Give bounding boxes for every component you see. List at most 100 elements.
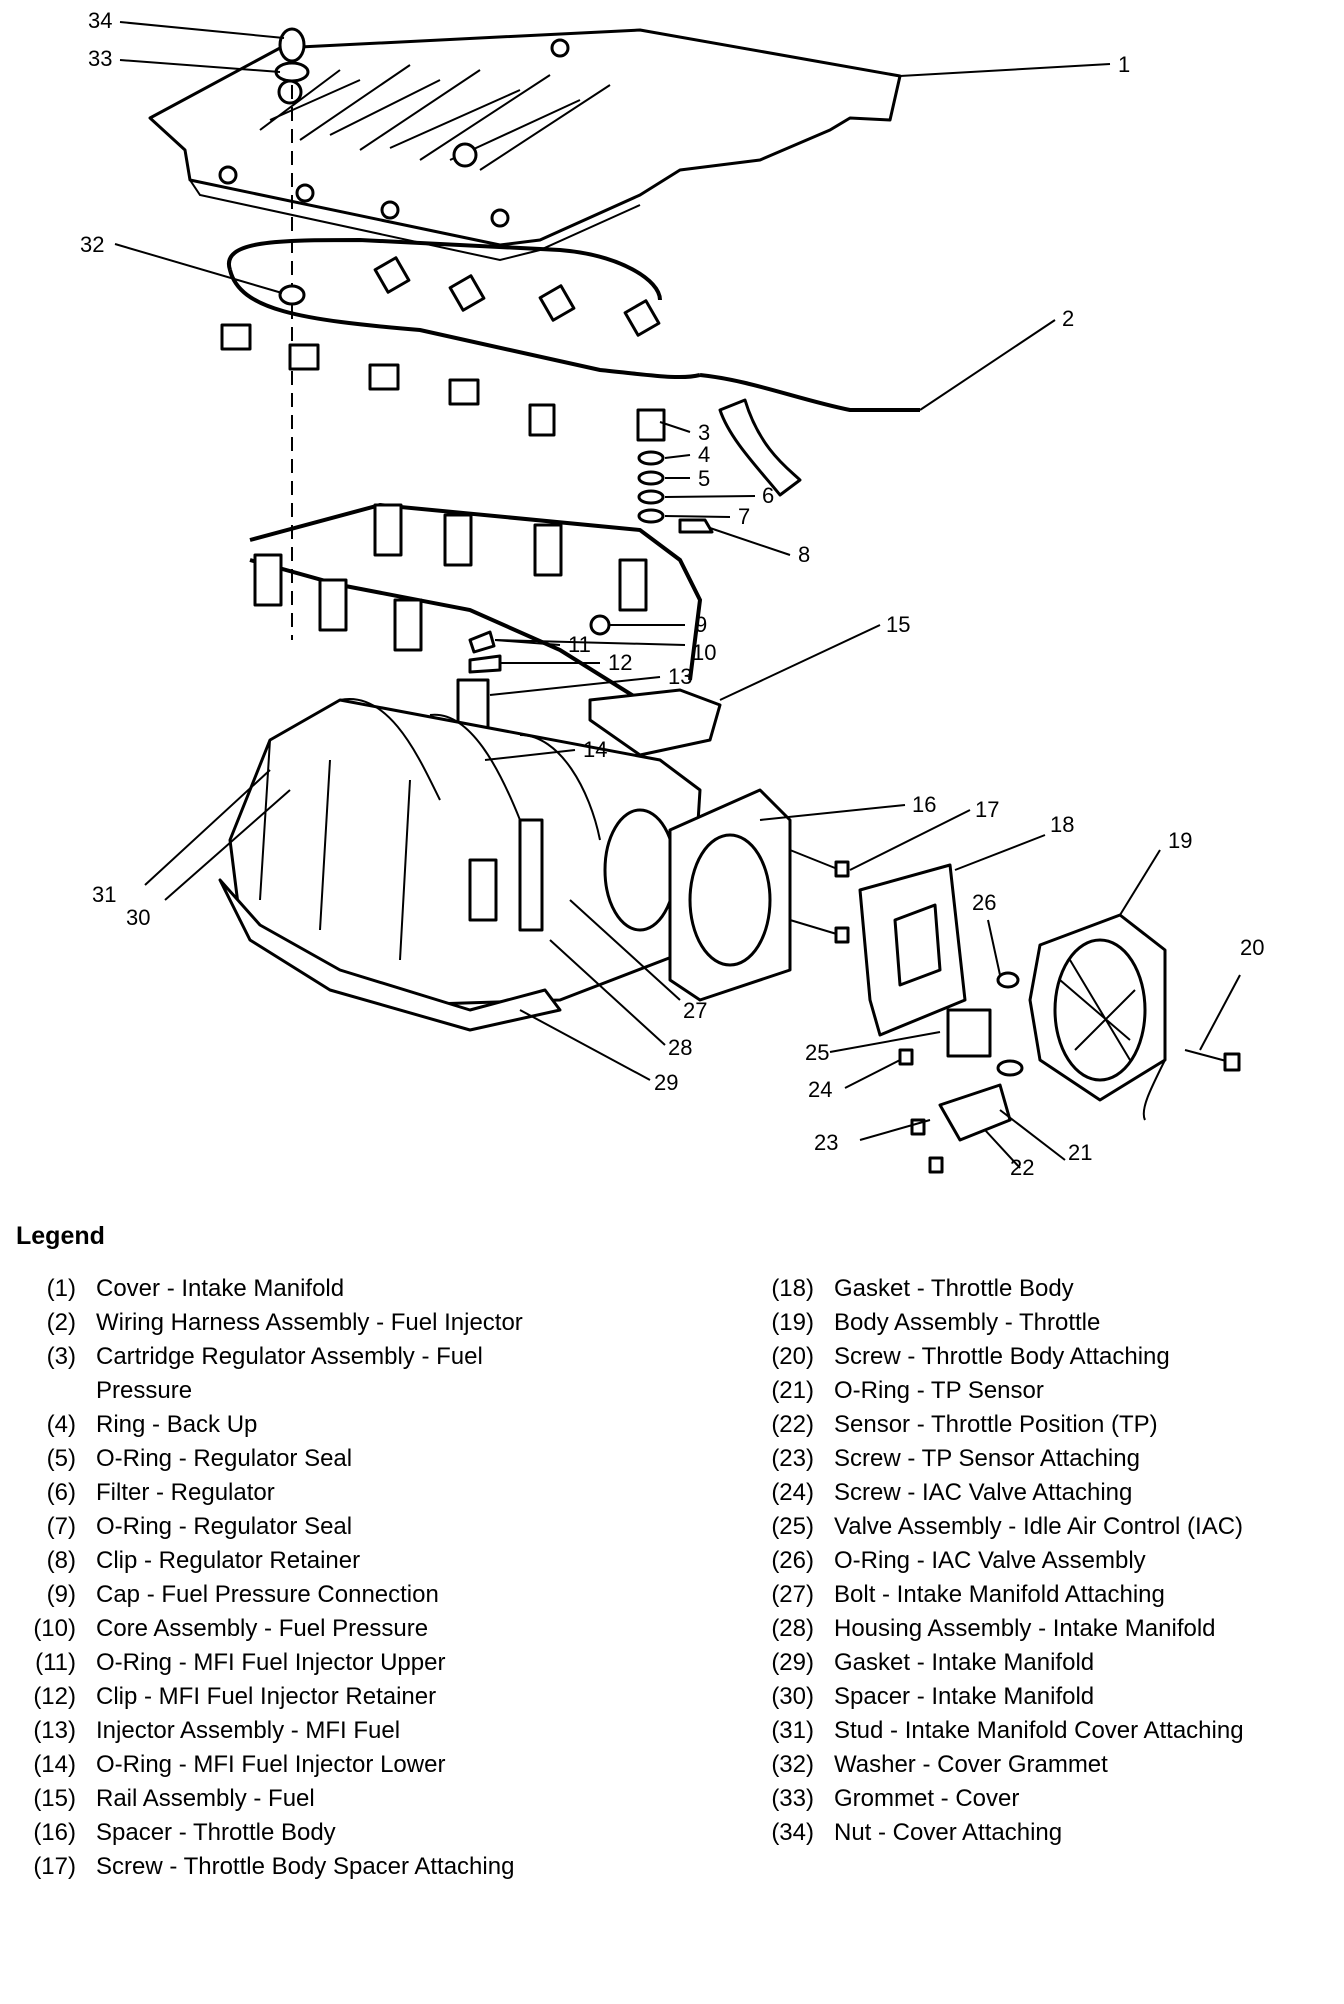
legend-number: (1) bbox=[46, 1275, 76, 1302]
legend-number: (22) bbox=[771, 1411, 814, 1438]
legend-text: Clip - MFI Fuel Injector Retainer bbox=[96, 1683, 437, 1710]
callout-23: 23 bbox=[814, 1130, 838, 1155]
legend-item: (30)Spacer - Intake Manifold bbox=[760, 1680, 1340, 1714]
callout-1: 1 bbox=[1118, 52, 1130, 77]
legend-item: (5) O-Ring - Regulator Seal bbox=[22, 1442, 712, 1476]
callout-4: 4 bbox=[698, 442, 710, 467]
legend-text: Housing Assembly - Intake Manifold bbox=[834, 1615, 1216, 1642]
intake-manifold-housing bbox=[228, 698, 702, 1007]
callout-2: 2 bbox=[1062, 306, 1074, 331]
legend-item: (19) Body Assembly - Throttle bbox=[760, 1306, 1340, 1340]
legend-number: (17) bbox=[33, 1853, 76, 1880]
legend-number: (6) bbox=[46, 1479, 76, 1506]
legend-number: (7) bbox=[46, 1513, 76, 1540]
callout-31: 31 bbox=[92, 882, 116, 907]
legend-item: (9)Cap - Fuel Pressure Connection bbox=[22, 1578, 712, 1612]
legend-number: (12) bbox=[33, 1683, 76, 1710]
callout-17: 17 bbox=[975, 797, 999, 822]
legend-text: O-Ring - MFI Fuel Injector Lower bbox=[96, 1751, 446, 1778]
callout-13: 13 bbox=[668, 664, 692, 689]
iac-valve-assembly bbox=[946, 971, 1020, 1058]
legend-right-column: (18) Gasket - Throttle Body (19) Body Asse… bbox=[760, 1272, 1340, 1850]
fuel-pressure-regulator-stack bbox=[636, 408, 714, 534]
throttle-body-screw bbox=[1184, 1049, 1241, 1072]
legend-item: (12) Clip - MFI Fuel Injector Retainer bbox=[22, 1680, 712, 1714]
legend-item: (22) Sensor - Throttle Position (TP) bbox=[760, 1408, 1340, 1442]
small-attaching-screws bbox=[898, 1048, 944, 1174]
fuel-injector-wiring-harness bbox=[220, 237, 920, 497]
legend-text: Screw - TP Sensor Attaching bbox=[834, 1445, 1140, 1472]
callout-15: 15 bbox=[886, 612, 910, 637]
legend-text: Gasket - Intake Manifold bbox=[834, 1649, 1095, 1676]
throttle-body-assembly bbox=[1028, 913, 1167, 1121]
legend-number: (30) bbox=[771, 1683, 814, 1710]
callout-8: 8 bbox=[798, 542, 810, 567]
legend-text: Screw - Throttle Body Attaching bbox=[834, 1343, 1170, 1370]
legend-number: (26) bbox=[771, 1547, 814, 1574]
legend-number: (31) bbox=[771, 1717, 814, 1744]
legend-text: Rail Assembly - Fuel bbox=[96, 1785, 315, 1812]
legend-text: Injector Assembly - MFI Fuel bbox=[96, 1717, 401, 1744]
legend-number: (13) bbox=[33, 1717, 76, 1744]
legend-text: Body Assembly - Throttle bbox=[834, 1309, 1101, 1336]
legend-item: (34)Nut - Cover Attaching bbox=[760, 1816, 1340, 1850]
throttle-body-spacer bbox=[668, 788, 792, 1002]
legend-item: (8)Clip - Regulator Retainer bbox=[22, 1544, 712, 1578]
intake-manifold-gasket bbox=[218, 878, 562, 1032]
callout-10: 10 bbox=[692, 640, 716, 665]
legend-text: Clip - Regulator Retainer bbox=[96, 1547, 361, 1574]
callout-11: 11 bbox=[568, 632, 591, 657]
legend-text: Filter - Regulator bbox=[96, 1479, 275, 1506]
legend-number: (14) bbox=[33, 1751, 76, 1778]
callout-3: 3 bbox=[698, 420, 710, 445]
legend-number: (28) bbox=[771, 1615, 814, 1642]
legend-number: (16) bbox=[33, 1819, 76, 1846]
legend-item: (17) Screw - Throttle Body Spacer Attachi… bbox=[22, 1850, 712, 1884]
legend-text: Stud - Intake Manifold Cover Attaching bbox=[834, 1717, 1244, 1744]
legend-text: O-Ring - IAC Valve Assembly bbox=[834, 1547, 1146, 1574]
throttle-body-gasket bbox=[858, 863, 967, 1037]
callout-33: 33 bbox=[88, 46, 112, 71]
legend-text: O-Ring - MFI Fuel Injector Upper bbox=[96, 1649, 446, 1676]
legend-number: (25) bbox=[771, 1513, 814, 1540]
legend-item: (16)Spacer - Throttle Body bbox=[22, 1816, 712, 1850]
legend-number: (19) bbox=[771, 1309, 814, 1336]
legend-text: O-Ring - Regulator Seal bbox=[96, 1513, 353, 1540]
legend-item: (11) O-Ring - MFI Fuel Injector Upper bbox=[22, 1646, 712, 1680]
legend-text: O-Ring - Regulator Seal bbox=[96, 1445, 353, 1472]
legend-item: (14) O-Ring - MFI Fuel Injector Lower bbox=[22, 1748, 712, 1782]
callout-30: 30 bbox=[126, 905, 150, 930]
callout-5: 5 bbox=[698, 466, 710, 491]
legend-text: Valve Assembly - Idle Air Control (IAC) bbox=[834, 1513, 1244, 1540]
legend-text: O-Ring - TP Sensor bbox=[834, 1377, 1044, 1404]
legend-number: (29) bbox=[771, 1649, 814, 1676]
callout-6: 6 bbox=[762, 483, 774, 508]
legend-text: Screw - Throttle Body Spacer Attaching bbox=[96, 1853, 515, 1880]
callout-14: 14 bbox=[583, 737, 607, 762]
legend-text: Screw - IAC Valve Attaching bbox=[834, 1479, 1133, 1506]
legend-left-column: (1)Cover - Intake Manifold (2)Wiring Har… bbox=[22, 1272, 712, 1884]
cover-nut-and-grommet bbox=[274, 27, 310, 83]
legend-item: (13) Injector Assembly - MFI Fuel bbox=[22, 1714, 712, 1748]
legend-number: (27) bbox=[771, 1581, 814, 1608]
callout-7: 7 bbox=[738, 504, 750, 529]
legend-text: Wiring Harness Assembly - Fuel Injector bbox=[96, 1309, 523, 1336]
legend-item: (15) Rail Assembly - Fuel bbox=[22, 1782, 712, 1816]
legend-number: (5) bbox=[46, 1445, 76, 1472]
callout-27: 27 bbox=[683, 998, 707, 1023]
callout-labels: 1 2 3 4 5 6 7 8 9 10 11 12 13 14 15 16 1… bbox=[80, 8, 1264, 1180]
legend-number: (21) bbox=[771, 1377, 814, 1404]
callout-22: 22 bbox=[1010, 1155, 1034, 1180]
legend-item: (26) O-Ring - IAC Valve Assembly bbox=[760, 1544, 1340, 1578]
legend-item: (2)Wiring Harness Assembly - Fuel Inject… bbox=[22, 1306, 712, 1340]
callout-21: 21 bbox=[1068, 1140, 1092, 1165]
legend-number: (23) bbox=[771, 1445, 814, 1472]
callout-9: 9 bbox=[695, 612, 707, 637]
legend-text: Core Assembly - Fuel Pressure bbox=[96, 1615, 429, 1642]
legend-number: (15) bbox=[33, 1785, 76, 1812]
legend-item: (23) Screw - TP Sensor Attaching bbox=[760, 1442, 1340, 1476]
legend-text: Sensor - Throttle Position (TP) bbox=[834, 1411, 1158, 1438]
legend-number: (11) bbox=[35, 1649, 76, 1676]
legend-number: (18) bbox=[771, 1275, 814, 1302]
legend-text: Gasket - Throttle Body bbox=[834, 1275, 1074, 1302]
